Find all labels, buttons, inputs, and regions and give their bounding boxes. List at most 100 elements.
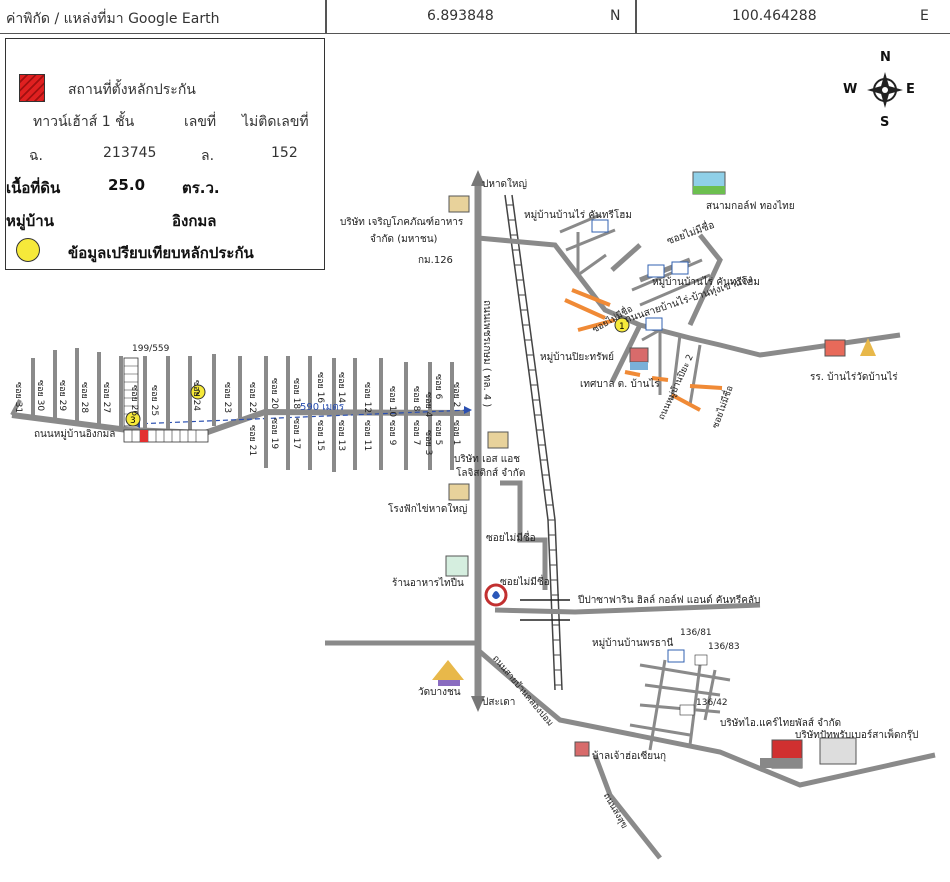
label-thaipun-restaurant: ร้านอาหารไทปืน [392, 578, 464, 589]
railway-line [504, 194, 563, 691]
label-hatyai-hatchery: โรงฟักไข่หาดใหญ่ [388, 504, 468, 515]
coordinate-header: ค่าพิกัด / แหล่งที่มา Google Earth 6.893… [0, 0, 950, 38]
legend-site-label: สถานที่ตั้งหลักประกัน [68, 82, 196, 98]
house-icon [671, 261, 689, 275]
label-piyasap-village: หมู่บ้านปิยะทรัพย์ [540, 352, 614, 363]
label-banrai-country-home-2: หมู่บ้านบ้านไร่ คันทรีโฮม [652, 277, 760, 288]
legend-village-value: อิงกมล [172, 212, 217, 230]
latitude-direction: N [610, 8, 621, 24]
label-safarin-golf: ปีปาซาฟาริน ฮิลล์ กอล์ฟ แอนด์ คันทรีคลับ [578, 595, 761, 606]
soi-21-label: ซอย 21 [247, 425, 257, 457]
south-arrow-head [471, 696, 485, 712]
marker-2-label: 2 [195, 389, 201, 399]
legend-area-label: เนื้อที่ดิน [6, 179, 61, 197]
soi-14-label: ซอย 14 [336, 372, 346, 404]
factory-icon [819, 737, 857, 765]
latitude-value: 6.893848 [427, 8, 494, 24]
legend-house-no-value: ไม่ติดเลขที่ [242, 114, 309, 130]
soi-10-label: ซอย 10 [387, 386, 397, 418]
compass-rose [867, 72, 903, 108]
soi-3-label: ซอย 3 [423, 430, 433, 456]
soi-4-label: ซอย 4 [423, 392, 433, 418]
comparable-marker-1 [614, 317, 630, 333]
label-house-199-559: 199/559 [132, 344, 170, 354]
soi-30-label: ซอย 30 [35, 380, 45, 412]
collateral-site-swatch [19, 74, 45, 102]
label-highway-4: ถนนเพชรเกษม ( ทล. 4 ) [481, 300, 492, 408]
soi-23-label: ซอย 23 [222, 382, 232, 414]
legend-land-prefix: ล. [201, 148, 215, 164]
coordinate-source-label: ค่าพิกัด / แหล่งที่มา Google Earth [6, 11, 220, 27]
soi-1-label: ซอย 1 [451, 420, 461, 446]
label-golf-course: สนามกอล์ฟ ทองไทย [706, 201, 795, 212]
factory-icon [448, 483, 470, 501]
label-banrai-country-home-1: หมู่บ้านบ้านไร่ คันทรีโฮม [524, 210, 632, 221]
restaurant-icon [445, 555, 469, 577]
label-distance: 590 เมตร [300, 402, 345, 413]
townhouse-row [123, 357, 209, 443]
soi-20-label: ซอย 20 [269, 378, 279, 410]
soi-16-label: ซอย 16 [315, 372, 325, 404]
village-grid-south [629, 659, 731, 751]
label-icare-company: บริษัทไอ.แคร์ไทยพัลส์ จำกัด [720, 718, 842, 729]
soi-12-label: ซอย 12 [362, 382, 372, 414]
label-shrine: บ้าลเจ้าฮ่อเซียนกุ [592, 751, 667, 762]
house-icon [647, 264, 665, 278]
north-arrow-head [471, 170, 485, 186]
soi-2-label: ซอย 2 [451, 382, 461, 408]
house-icon [645, 317, 663, 331]
marker-1-label: 1 [619, 322, 625, 332]
soi-24-label: ซอย 24 [191, 380, 201, 412]
label-house-136-81: 136/81 [680, 628, 712, 638]
soi-9-label: ซอย 9 [387, 420, 397, 446]
longitude-direction: E [920, 8, 929, 24]
label-wat-bangchon: วัดบางชน [418, 687, 461, 698]
label-unnamed-soi-5: ซอยไม่มีชื่อ [500, 577, 550, 588]
label-sh-logistics-2: โลจิสติกส์ จำกัด [456, 468, 526, 479]
soi-22-label: ซอย 22 [247, 382, 257, 414]
comparable-swatch [16, 238, 40, 262]
temple-icon [432, 660, 464, 680]
temple-icon [860, 338, 876, 356]
legend-area-unit: ตร.ว. [182, 179, 220, 197]
compass-west: W [843, 82, 858, 97]
soi-19-label: ซอย 19 [269, 418, 279, 450]
soi-31-label: ซอย 31 [13, 382, 23, 414]
compass-north: N [880, 50, 891, 65]
legend-comparable-label: ข้อมูลเปรียบเทียบหลักประกัน [68, 244, 254, 262]
latitude-cell: 6.893848 N [326, 0, 636, 34]
legend-house-no-label: เลขที่ [184, 114, 217, 130]
comparable-marker-2 [190, 384, 206, 400]
legend-property-type: ทาวน์เฮ้าส์ 1 ชั้น [33, 114, 135, 130]
legend-village-label: หมู่บ้าน [6, 212, 54, 230]
soi-15-label: ซอย 15 [315, 420, 325, 452]
legend-deed-prefix: ฉ. [29, 148, 43, 164]
soi-13-label: ซอย 13 [336, 420, 346, 452]
label-banrai-municipality: เทศบาล ต. บ้านไร่ [580, 379, 660, 390]
sois-east [264, 356, 454, 472]
label-sadao: ปสะเดา [482, 697, 516, 708]
soi-11-label: ซอย 11 [362, 420, 372, 452]
shrine-icon [574, 741, 590, 757]
comparable-markers [125, 317, 630, 427]
orange-roads [564, 288, 723, 412]
legend-land-no: 152 [271, 145, 298, 161]
legend-area-value: 25.0 [108, 176, 146, 194]
soi-28-label: ซอย 28 [79, 382, 89, 414]
label-cp-foods-2: จำกัด (มหาชน) [370, 234, 438, 245]
soi-26-label: ซอย 26 [129, 385, 139, 417]
label-house-136-83: 136/83 [708, 642, 740, 652]
legend-deed-no: 213745 [103, 145, 157, 161]
soi-18-label: ซอย 18 [291, 378, 301, 410]
legend-panel: สถานที่ตั้งหลักประกัน ทาวน์เฮ้าส์ 1 ชั้น… [5, 38, 325, 270]
soi-29-label: ซอย 29 [57, 380, 67, 412]
soi-17-label: ซอย 17 [291, 418, 301, 450]
village-grid-north [559, 213, 711, 406]
south-roads [325, 480, 936, 860]
label-km-126: กม.126 [418, 255, 453, 266]
longitude-cell: 100.464288 E [636, 0, 950, 34]
soi-27-label: ซอย 27 [101, 382, 111, 414]
landmark-icons [432, 171, 876, 769]
compass-east: E [906, 82, 915, 97]
factory-icon [448, 195, 470, 213]
